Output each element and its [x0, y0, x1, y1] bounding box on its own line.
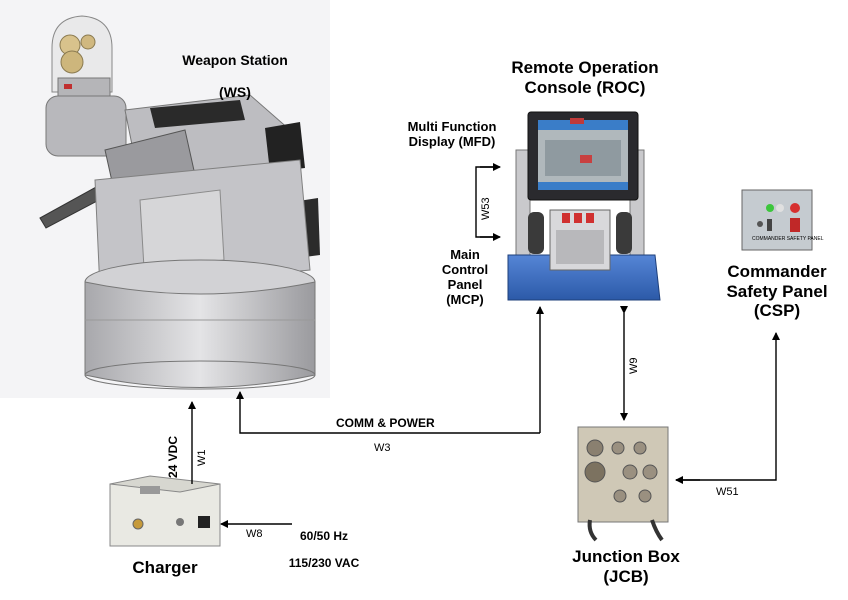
w53-label: W53 — [480, 197, 492, 220]
csp-panel-text: COMMANDER SAFETY PANEL — [752, 236, 824, 242]
jcb-label: Junction Box (JCB) — [572, 547, 680, 586]
vdc-label: 24 VDC — [166, 435, 180, 478]
weapon-station-image — [0, 0, 330, 398]
jcb-image — [577, 426, 669, 542]
ws-name: Weapon Station — [182, 52, 288, 69]
comm-power-label: COMM & POWER — [336, 416, 435, 430]
ws-abbr: (WS) — [219, 84, 251, 101]
ac-input-label: 60/50 Hz 115/230 VAC — [284, 516, 364, 585]
charger-image — [109, 475, 221, 547]
w51-line — [676, 332, 780, 481]
mfd-label: Multi Function Display (MFD) — [407, 119, 497, 149]
charger-label: Charger — [132, 558, 198, 577]
csp-label: Commander Safety Panel (CSP) — [726, 262, 828, 321]
ac-freq: 60/50 Hz — [299, 528, 349, 543]
roc-label: Remote Operation Console (ROC) — [511, 58, 659, 97]
mcp-label: Main Control Panel (MCP) — [441, 247, 489, 307]
csp-image — [741, 189, 813, 251]
w9-label: W9 — [628, 357, 640, 375]
w1-label: W1 — [196, 449, 208, 467]
roc-image — [507, 111, 661, 301]
w3-line-left — [236, 391, 540, 434]
w51-label: W51 — [716, 486, 739, 498]
w3-label: W3 — [374, 442, 391, 454]
w8-label: W8 — [246, 528, 263, 540]
ac-volt: 115/230 VAC — [288, 556, 360, 571]
ws-label: Weapon Station (WS) — [160, 36, 310, 116]
